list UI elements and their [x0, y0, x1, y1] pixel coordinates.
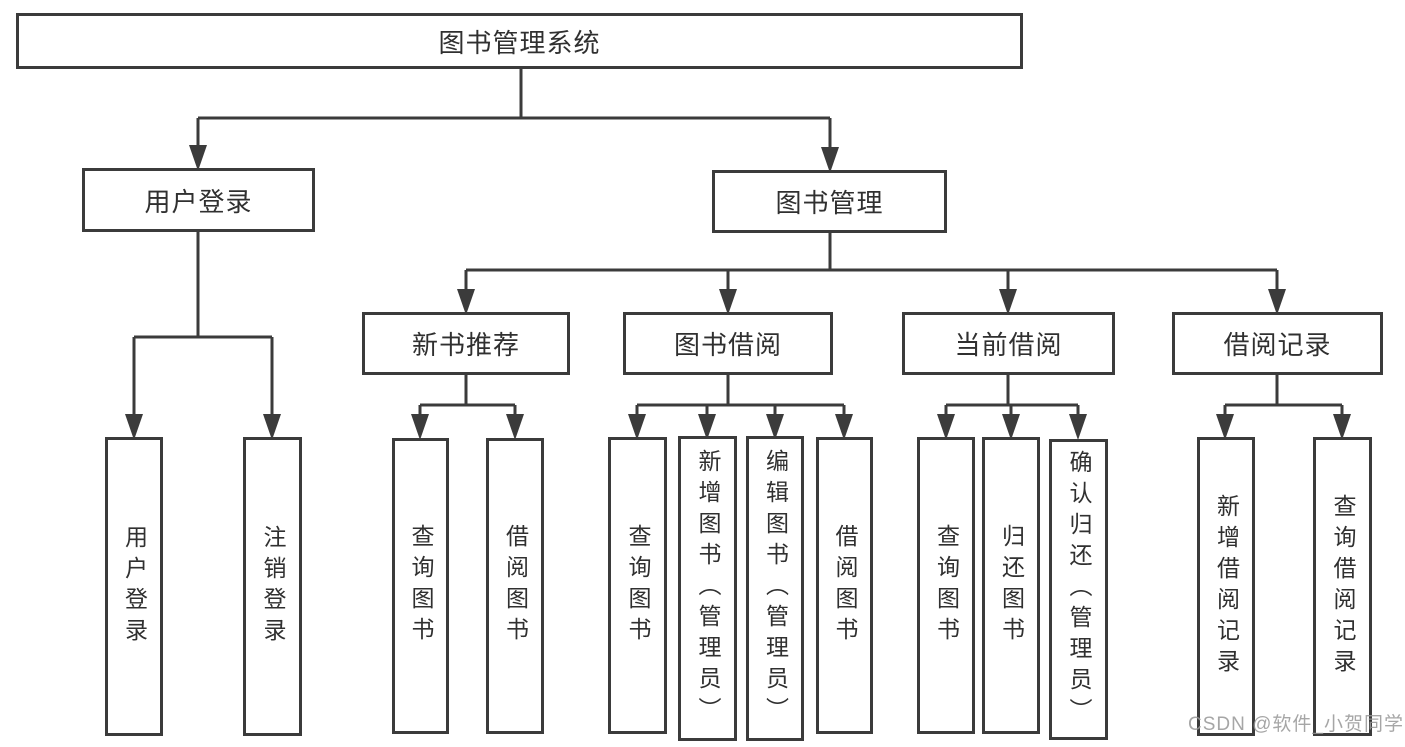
node-book-borrow: 图书借阅 [623, 312, 833, 375]
arrowhead-group [125, 145, 1351, 440]
node-leaf-user-login: 用户登录 [105, 437, 163, 736]
node-user-login: 用户登录 [82, 168, 315, 232]
node-leaf-return-books: 归还图书 [982, 437, 1040, 734]
node-label: 新书推荐 [411, 330, 520, 360]
node-label: 查询图书 [625, 523, 651, 648]
node-label: 借阅图书 [832, 523, 858, 648]
node-label: 当前借阅 [954, 330, 1063, 360]
node-leaf-add-books-admin: 新增图书（管理员） [678, 436, 737, 741]
node-leaf-add-borrow-record: 新增借阅记录 [1197, 437, 1255, 736]
node-leaf-borrow-books-2: 借阅图书 [816, 437, 873, 734]
node-leaf-confirm-return-admin: 确认归还（管理员） [1049, 439, 1108, 740]
node-label: 新增借阅记录 [1213, 493, 1240, 680]
csdn-watermark: CSDN @软件_小贺同学 [1188, 714, 1404, 735]
node-label: 确认归还（管理员） [1066, 450, 1092, 729]
node-leaf-edit-books-admin: 编辑图书（管理员） [746, 436, 804, 741]
node-label: 图书借阅 [673, 330, 782, 360]
connector-line-group [132, 69, 1344, 417]
node-label: 图书管理 [775, 188, 884, 218]
node-label: 借阅图书 [502, 524, 529, 648]
node-current-borrow: 当前借阅 [902, 312, 1115, 375]
node-label: 编辑图书（管理员） [762, 449, 789, 728]
node-leaf-query-books-3: 查询图书 [917, 437, 975, 734]
node-leaf-query-books-1: 查询图书 [392, 438, 449, 734]
node-leaf-query-borrow-record: 查询借阅记录 [1313, 437, 1372, 736]
node-label: 查询借阅记录 [1330, 493, 1356, 680]
node-label: 注销登录 [260, 524, 286, 649]
node-leaf-query-books-2: 查询图书 [608, 437, 667, 734]
node-library-management-system: 图书管理系统 [16, 13, 1023, 69]
node-label: 新增图书（管理员） [695, 449, 721, 728]
node-leaf-logout: 注销登录 [243, 437, 302, 736]
node-label: 查询图书 [933, 523, 960, 648]
node-label: 用户登录 [144, 186, 253, 217]
node-borrow-records: 借阅记录 [1172, 312, 1383, 375]
node-book-management: 图书管理 [712, 170, 947, 233]
node-leaf-borrow-books-1: 借阅图书 [486, 438, 544, 734]
node-new-book-recommend: 新书推荐 [362, 312, 570, 375]
node-label: 图书管理系统 [438, 27, 601, 58]
node-label: 归还图书 [998, 523, 1025, 648]
node-label: 借阅记录 [1223, 330, 1332, 360]
node-label: 用户登录 [121, 524, 148, 649]
node-label: 查询图书 [408, 524, 434, 648]
